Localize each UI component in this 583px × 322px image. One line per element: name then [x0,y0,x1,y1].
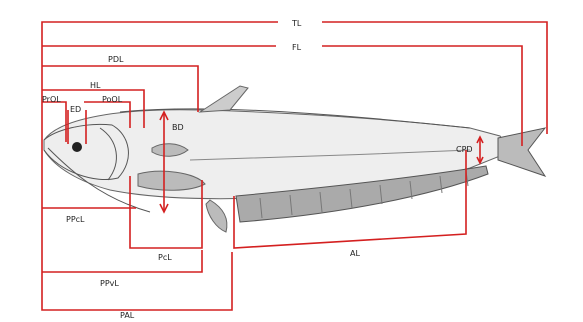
label-prol: PrOL [42,95,61,104]
label-tl: TL [291,19,302,28]
label-pcl: PcL [158,253,172,262]
label-cpd: CPD [456,145,473,154]
label-al: AL [350,249,360,258]
ppvl-line [42,250,202,272]
label-ppvl: PPvL [100,279,119,288]
label-fl: FL [292,43,302,52]
label-bd: BD [172,123,184,132]
label-ed: ED [70,105,81,114]
label-ppcl: PPcL [66,215,85,224]
dorsal-fin [200,86,248,112]
fish-illustration [44,86,545,232]
label-hl: HL [90,81,101,90]
label-pool: PoOL [102,95,123,104]
label-pdl: PDL [108,55,124,64]
label-pal: PAL [120,311,135,320]
pelvic-fin [206,200,227,232]
eye [72,142,82,152]
